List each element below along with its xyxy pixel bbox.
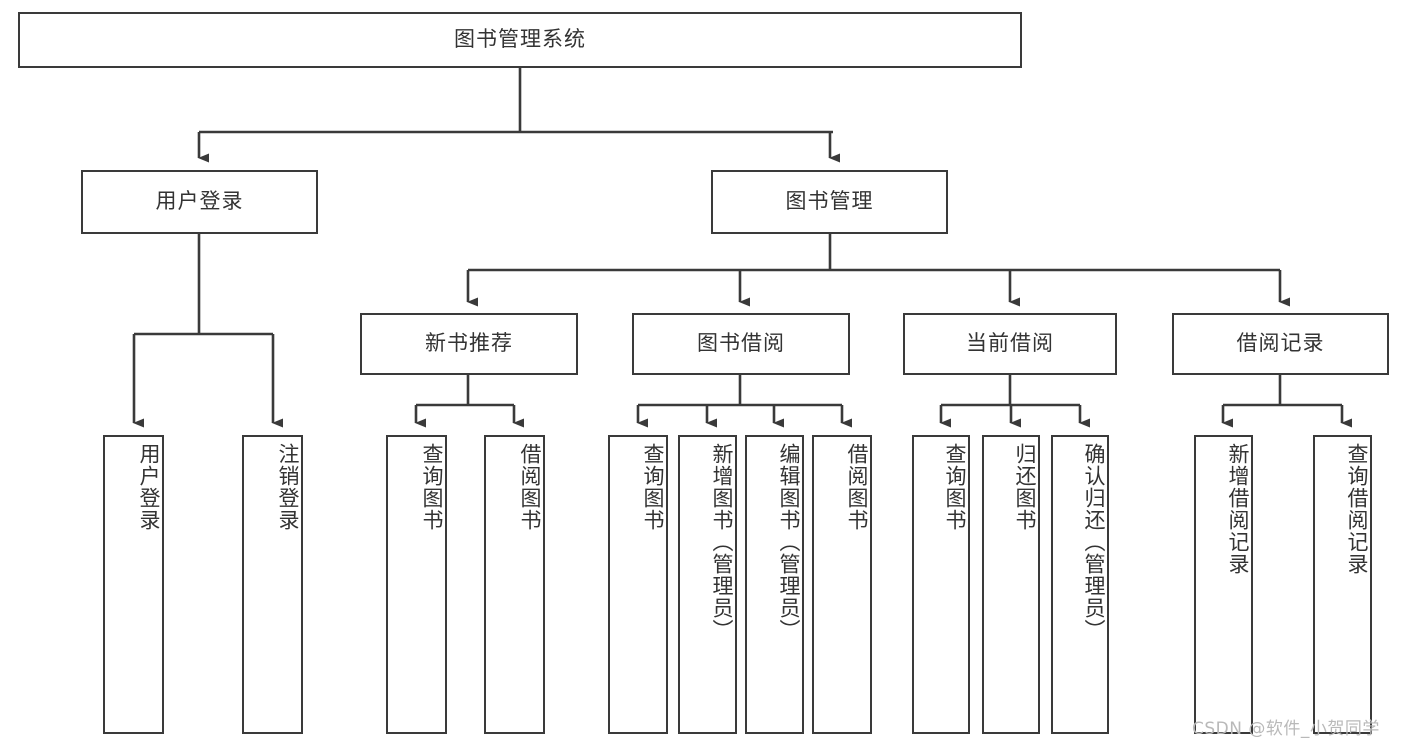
node-leaf-query-book-current[interactable]: 查询图书 [912, 435, 970, 734]
node-leaf-return-book[interactable]: 归还图书 [982, 435, 1040, 734]
node-current-borrow-label: 当前借阅 [966, 331, 1054, 356]
node-book-manage-label: 图书管理 [785, 189, 874, 214]
node-new-book-recommend-label: 新书推荐 [425, 331, 513, 356]
csdn-watermark: CSDN @软件_小贺同学 [1192, 719, 1380, 739]
node-leaf-borrow-book[interactable]: 借阅图书 [812, 435, 872, 734]
node-book-manage[interactable]: 图书管理 [711, 170, 948, 234]
node-leaf-add-borrow-record[interactable]: 新增借阅记录 [1194, 435, 1253, 734]
node-borrow-record-label: 借阅记录 [1236, 331, 1325, 356]
node-leaf-query-book-borrow-label: 查询图书 [641, 443, 665, 531]
node-leaf-user-login[interactable]: 用户登录 [103, 435, 164, 734]
node-leaf-edit-book-label: 编辑图书（管理员） [777, 443, 801, 641]
node-current-borrow[interactable]: 当前借阅 [903, 313, 1117, 375]
node-leaf-logout-login[interactable]: 注销登录 [242, 435, 303, 734]
node-leaf-query-borrow-record-label: 查询借阅记录 [1345, 443, 1369, 575]
node-leaf-add-book[interactable]: 新增图书（管理员） [678, 435, 737, 734]
node-leaf-confirm-return-label: 确认归还（管理员） [1082, 443, 1106, 641]
node-user-login-label: 用户登录 [155, 189, 244, 214]
node-leaf-confirm-return[interactable]: 确认归还（管理员） [1051, 435, 1109, 734]
node-root-label: 图书管理系统 [454, 27, 586, 52]
node-leaf-query-book-new-label: 查询图书 [420, 443, 444, 531]
node-leaf-add-book-label: 新增图书（管理员） [710, 443, 734, 641]
node-leaf-logout-login-label: 注销登录 [276, 443, 300, 531]
node-leaf-return-book-label: 归还图书 [1013, 443, 1037, 531]
node-leaf-add-borrow-record-label: 新增借阅记录 [1226, 443, 1250, 575]
node-leaf-borrow-book-label: 借阅图书 [845, 443, 869, 531]
node-leaf-borrow-book-new-label: 借阅图书 [518, 443, 542, 531]
node-leaf-borrow-book-new[interactable]: 借阅图书 [484, 435, 545, 734]
node-leaf-edit-book[interactable]: 编辑图书（管理员） [745, 435, 804, 734]
node-new-book-recommend[interactable]: 新书推荐 [360, 313, 578, 375]
node-borrow-record[interactable]: 借阅记录 [1172, 313, 1389, 375]
node-leaf-query-book-borrow[interactable]: 查询图书 [608, 435, 668, 734]
node-user-login[interactable]: 用户登录 [81, 170, 318, 234]
node-leaf-user-login-label: 用户登录 [137, 443, 161, 531]
node-leaf-query-borrow-record[interactable]: 查询借阅记录 [1313, 435, 1372, 734]
node-book-borrow[interactable]: 图书借阅 [632, 313, 850, 375]
node-root[interactable]: 图书管理系统 [18, 12, 1022, 68]
node-leaf-query-book-new[interactable]: 查询图书 [386, 435, 447, 734]
node-book-borrow-label: 图书借阅 [697, 331, 785, 356]
node-leaf-query-book-current-label: 查询图书 [943, 443, 967, 531]
